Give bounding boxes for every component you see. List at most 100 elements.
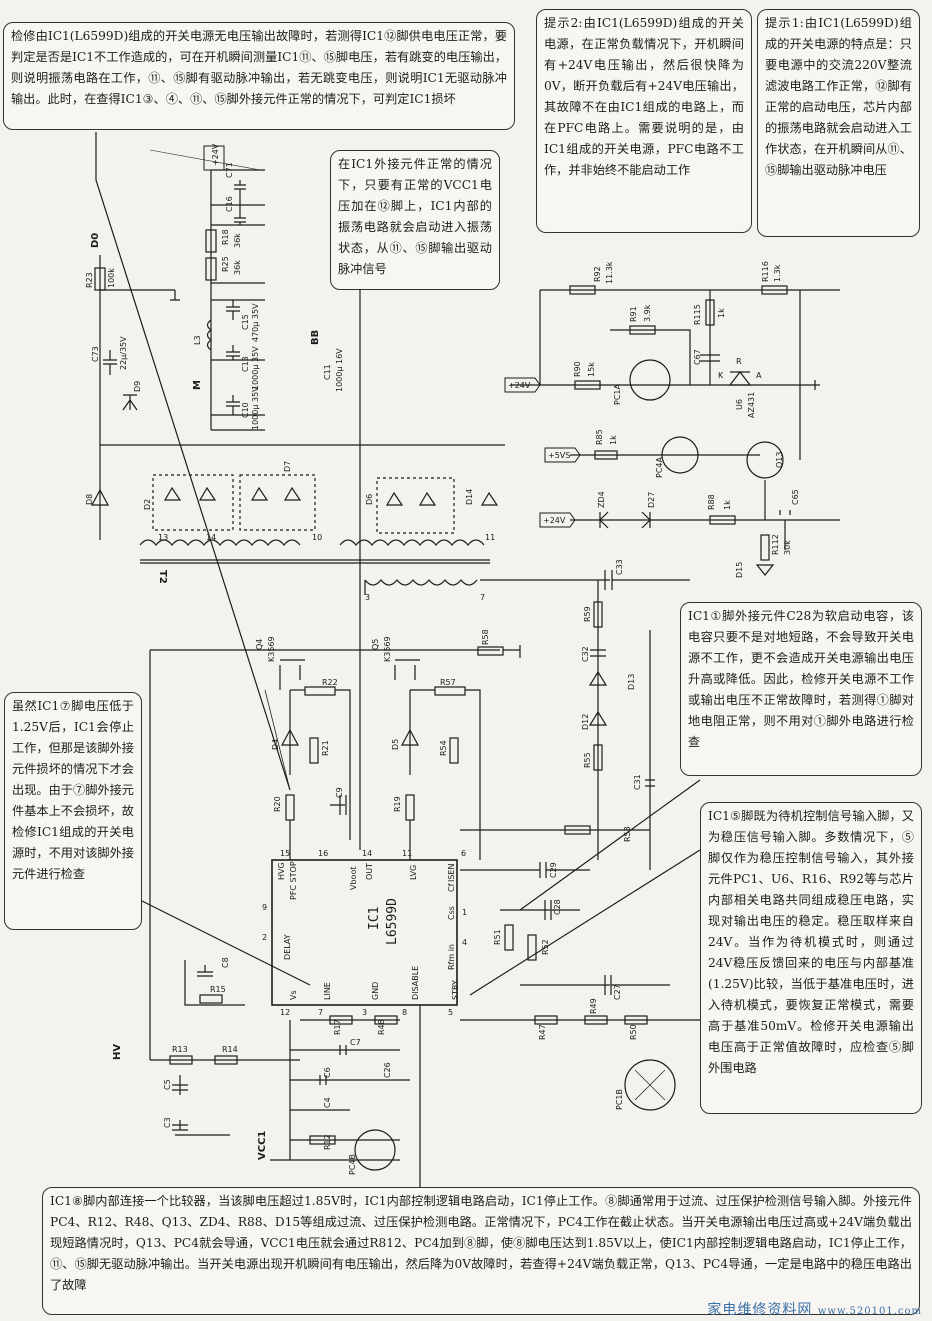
pin-vboot-label: Vboot bbox=[349, 867, 358, 890]
pin-number-5: 5 bbox=[448, 1008, 453, 1017]
label-pc4a: PC4A bbox=[655, 457, 664, 479]
vcc1-label: VCC1 bbox=[257, 1131, 268, 1160]
t2-pin-11: 11 bbox=[485, 533, 495, 542]
watermark-site: 家电维修资料网 bbox=[707, 1302, 813, 1318]
label-c73-value: 22μ/35V bbox=[119, 336, 128, 370]
label-c15: C15 bbox=[241, 314, 250, 330]
note-hint-1: 提示1:由IC1(L6599D)组成的开关电源的特点是：只要电源中的交流220V… bbox=[757, 9, 920, 237]
label-r92-value: 11.3k bbox=[605, 261, 614, 284]
label-r49: R49 bbox=[589, 998, 598, 1014]
label-d2: D2 bbox=[143, 499, 152, 510]
label-c7: C7 bbox=[350, 1038, 361, 1047]
label-r55: R55 bbox=[583, 752, 592, 768]
label-c67: C67 bbox=[693, 349, 702, 365]
pin-cf-label: Cf bbox=[447, 883, 456, 892]
label-c28: C28 bbox=[553, 899, 562, 915]
t2-label: T2 bbox=[157, 570, 168, 584]
pin-rfmin-label: Rfm in bbox=[447, 944, 456, 970]
label-d12: D12 bbox=[581, 714, 590, 730]
label-r59: R59 bbox=[583, 606, 592, 622]
note-hint-2: 提示2:由IC1(L6599D)组成的开关电源，在正常负载情况下，开机瞬间有+2… bbox=[536, 9, 752, 233]
label-r54: R54 bbox=[439, 740, 448, 756]
t2-pin-14: 14 bbox=[206, 533, 216, 542]
label-c65: C65 bbox=[791, 489, 800, 505]
label-r91: R91 bbox=[629, 306, 638, 322]
m-label: M bbox=[192, 380, 203, 390]
label-r48: R48 bbox=[377, 1019, 386, 1035]
pin-number-11: 11 bbox=[402, 849, 412, 858]
label-r116: R116 bbox=[761, 261, 770, 282]
hv-label: HV bbox=[112, 1044, 123, 1060]
label-r90-value: 15k bbox=[587, 362, 596, 377]
pin-isen-label: ISEN bbox=[447, 864, 456, 882]
label-r20: R20 bbox=[273, 796, 282, 812]
label-c13-value: 1000μ 35V bbox=[251, 346, 260, 390]
label-c29: C29 bbox=[549, 862, 558, 878]
note-pin8: IC1⑧脚内部连接一个比较器，当该脚电压超过1.85V时，IC1内部控制逻辑电路… bbox=[42, 1187, 920, 1315]
label-q5: Q5 bbox=[371, 639, 380, 650]
label-u6-r: R bbox=[736, 357, 742, 366]
label-r53: R53 bbox=[623, 826, 632, 842]
label-zd4: ZD4 bbox=[597, 491, 606, 508]
label-u6-part: AZ431 bbox=[747, 392, 756, 418]
plus24v-tag-right: +24V bbox=[504, 377, 541, 393]
ic-ref-label: IC1 bbox=[367, 907, 382, 930]
label-r25: R25 bbox=[221, 256, 230, 272]
pin-hvg-label: HVG bbox=[277, 862, 286, 880]
svg-text:+24V: +24V bbox=[211, 143, 220, 166]
label-r17: R17 bbox=[333, 1019, 342, 1035]
label-d15: D15 bbox=[735, 562, 744, 578]
label-l3: L3 bbox=[193, 335, 202, 345]
label-c26: C26 bbox=[383, 1062, 392, 1078]
t2-pin-10: 10 bbox=[312, 533, 322, 542]
label-q4: Q4 bbox=[255, 639, 264, 650]
label-c32: C32 bbox=[581, 646, 590, 662]
t2-pin-3: 3 bbox=[365, 593, 370, 602]
pin-number-1: 1 bbox=[462, 908, 467, 917]
label-u6-k: K bbox=[718, 371, 724, 380]
label-c73: C73 bbox=[91, 346, 100, 362]
label-d5: D5 bbox=[391, 739, 400, 750]
label-d6: D6 bbox=[365, 494, 374, 505]
pin-line-label: LINE bbox=[323, 982, 332, 1000]
label-c9: C9 bbox=[335, 787, 344, 798]
note-pin5: IC1⑤脚既为待机控制信号输入脚，又为稳压信号输入脚。多数情况下，⑤脚仅作为稳压… bbox=[700, 802, 922, 1114]
label-r115-value: 1k bbox=[717, 308, 726, 318]
ic-part-label: L6599D bbox=[385, 898, 400, 945]
label-r12: R12 bbox=[323, 1134, 332, 1150]
label-r88-value: 1k bbox=[723, 500, 732, 510]
pin-disable-label: DISABLE bbox=[411, 966, 420, 1000]
note-c28-softstart: IC1①脚外接元件C28为软启动电容，该电容只要不是对地短路，不会导致开关电源不… bbox=[680, 602, 922, 776]
label-c13: C13 bbox=[241, 356, 250, 372]
pin-delay-label: DELAY bbox=[283, 934, 292, 960]
svg-text:+5VS: +5VS bbox=[548, 451, 570, 460]
label-d4: D4 bbox=[271, 739, 280, 750]
label-c10: C10 bbox=[241, 402, 250, 418]
label-c11-value: 1000μ 16V bbox=[335, 348, 344, 392]
pin-number-15: 15 bbox=[280, 849, 290, 858]
label-r23-value: 100k bbox=[107, 268, 116, 288]
pin-pfcstop-label: PFC STOP bbox=[289, 861, 298, 900]
label-r88: R88 bbox=[707, 494, 716, 510]
note-troubleshoot-no-output: 检修由IC1(L6599D)组成的开关电源无电压输出故障时，若测得IC1⑫脚供电… bbox=[3, 22, 515, 130]
label-r14: R14 bbox=[222, 1045, 238, 1054]
label-r58: R58 bbox=[481, 629, 490, 645]
label-c5: C5 bbox=[163, 1079, 172, 1090]
label-r91-value: 3.9k bbox=[643, 304, 652, 322]
label-r21: R21 bbox=[321, 740, 330, 756]
label-c31: C31 bbox=[633, 774, 642, 790]
pin-number-16: 16 bbox=[318, 849, 328, 858]
label-r18: R18 bbox=[221, 229, 230, 245]
label-c15-value: 470μ 35V bbox=[251, 303, 260, 342]
svg-text:+24V: +24V bbox=[543, 516, 566, 525]
plus5vs-tag: +5VS bbox=[544, 447, 581, 463]
label-c11: C11 bbox=[323, 364, 332, 380]
pin-number-3: 3 bbox=[362, 1008, 367, 1017]
label-r85: R85 bbox=[595, 429, 604, 445]
watermark: 家电维修资料网 www.520101.com bbox=[707, 1299, 922, 1319]
label-r50: R50 bbox=[629, 1024, 638, 1040]
label-u6: U6 bbox=[735, 399, 744, 410]
label-d13: D13 bbox=[627, 674, 636, 690]
pin-number-12: 12 bbox=[280, 1008, 290, 1017]
label-d9: D9 bbox=[133, 381, 142, 392]
